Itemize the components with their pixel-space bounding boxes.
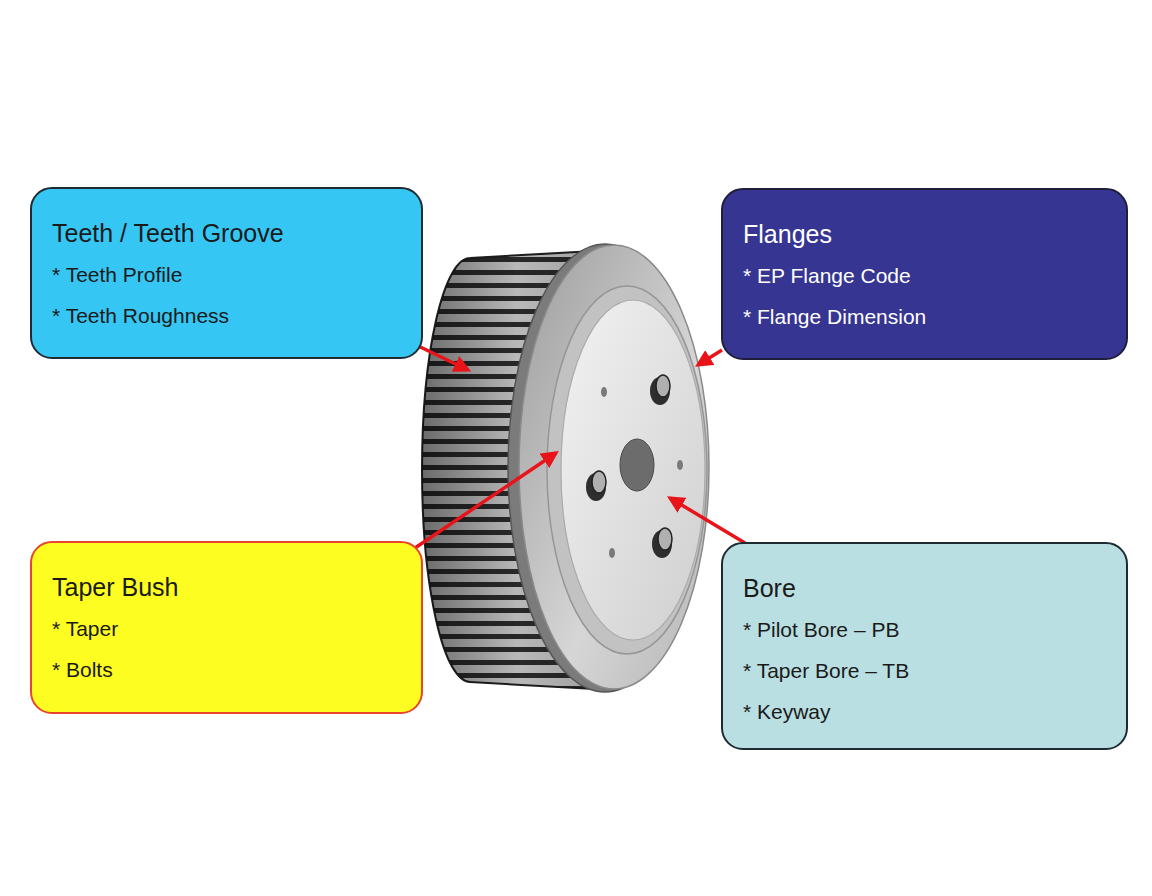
leader-arrow — [412, 453, 556, 550]
leader-arrow — [698, 350, 722, 365]
taper-bush-face — [561, 300, 705, 640]
pulley — [422, 244, 709, 692]
bullet-item: * Taper — [52, 608, 118, 649]
bullet-item: * Taper Bore – TB — [743, 650, 909, 691]
bolt-hole — [601, 387, 607, 397]
flange-face — [519, 245, 709, 689]
box-heading: Teeth / Teeth Groove — [52, 213, 284, 254]
callout-box: Bore* Pilot Bore – PB* Taper Bore – TB* … — [721, 542, 1128, 750]
bolt-hole — [677, 460, 683, 470]
callout-box: Teeth / Teeth Groove* Teeth Profile* Tee… — [30, 187, 423, 359]
leader-arrows — [412, 343, 745, 550]
callout-box: Taper Bush* Taper* Bolts — [30, 541, 423, 714]
bore-hole — [620, 439, 654, 491]
box-heading: Flanges — [743, 214, 832, 255]
bullet-item: * Pilot Bore – PB — [743, 609, 899, 650]
bolt-head — [592, 471, 606, 493]
leader-arrow — [670, 498, 745, 543]
bolt-hole — [609, 548, 615, 558]
bullet-item: * Keyway — [743, 691, 831, 732]
bullet-item: * Flange Dimension — [743, 296, 926, 337]
bolt-head — [656, 375, 670, 397]
flange-recess — [547, 286, 707, 654]
box-heading: Taper Bush — [52, 567, 178, 608]
bullet-item: * Bolts — [52, 649, 113, 690]
bullet-item: * EP Flange Code — [743, 255, 911, 296]
bullet-item: * Teeth Profile — [52, 254, 182, 295]
bullet-item: * Teeth Roughness — [52, 295, 229, 336]
box-heading: Bore — [743, 568, 796, 609]
callout-box: Flanges* EP Flange Code* Flange Dimensio… — [721, 188, 1128, 360]
bolt-head — [658, 528, 672, 550]
